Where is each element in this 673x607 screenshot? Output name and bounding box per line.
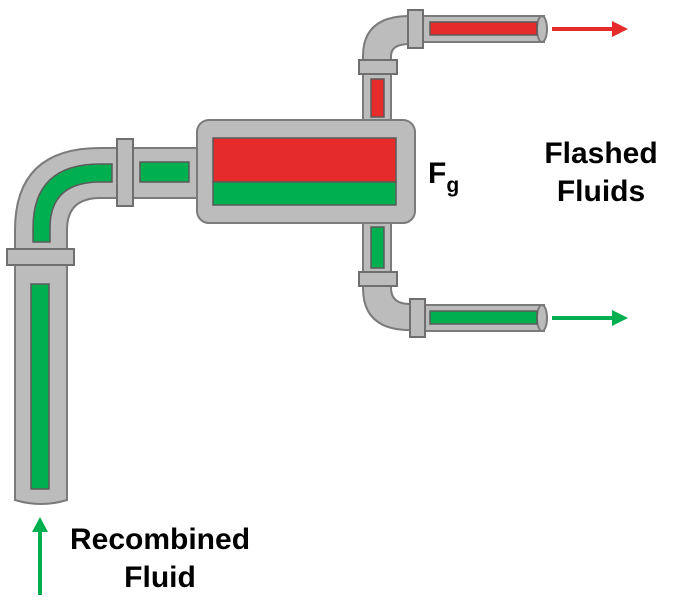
liquid-outlet-pipe (362, 215, 548, 332)
gas-outlet-fill (429, 21, 538, 36)
liquid-flange-horizontal (409, 298, 426, 338)
up-arrow-icon (32, 517, 48, 595)
gas-flange-horizontal (407, 9, 424, 49)
vertical-liquid (30, 283, 50, 490)
outlet-label-line2: Fluids (557, 175, 645, 208)
inlet-label-line1: Recombined (70, 523, 250, 556)
liquid-riser-fill (370, 226, 385, 269)
liquid-outlet-fill (429, 310, 538, 325)
inlet-label-line2: Fluid (124, 561, 196, 594)
inlet-flange-upper (116, 138, 134, 207)
gas-riser-fill (370, 78, 385, 118)
horizontal-liquid (139, 161, 190, 183)
symbol-subscript: g (446, 174, 459, 197)
inlet-flange-lower (6, 248, 75, 266)
vessel-liquid-phase (212, 181, 397, 206)
gas-flow-symbol: Fg (428, 157, 459, 197)
elbow-liquid (32, 163, 113, 243)
inlet-elbow-pipe (14, 147, 198, 251)
symbol-main: F (428, 157, 446, 190)
gas-flange-vertical (358, 59, 398, 75)
liquid-flange-vertical (358, 271, 398, 287)
right-arrow-icon (552, 310, 628, 326)
right-arrow-icon (552, 21, 628, 37)
outlet-label-line1: Flashed (544, 137, 657, 170)
separator-vessel (196, 119, 416, 224)
inlet-vertical-pipe (14, 261, 68, 505)
vessel-gas-phase (212, 137, 397, 183)
